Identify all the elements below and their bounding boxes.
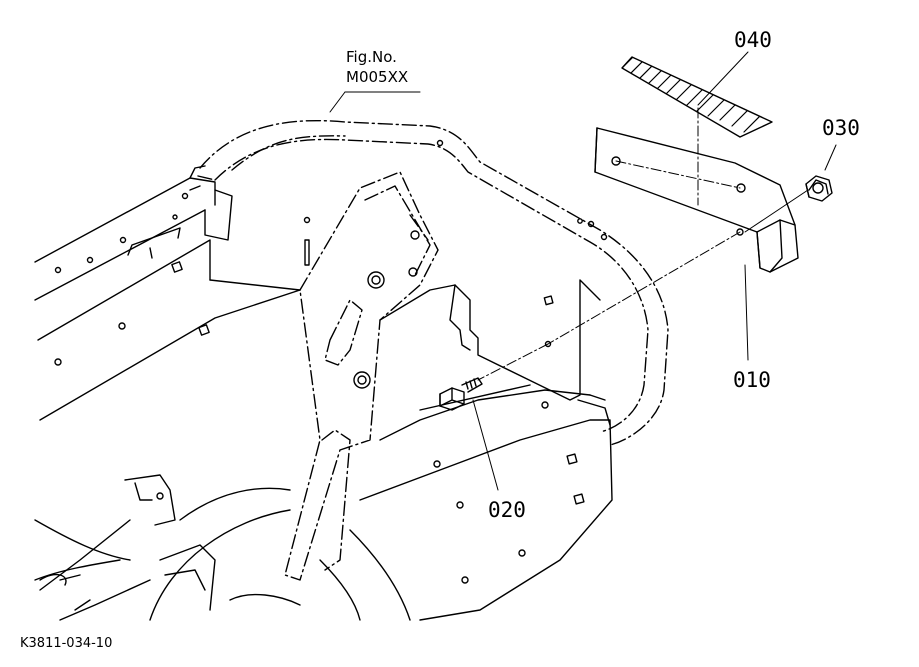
- frame-left-rail: [34, 165, 301, 421]
- bracket-plate-part: [594, 127, 799, 273]
- figure-number: M005XX: [346, 68, 409, 86]
- callout-020: 020: [488, 498, 526, 522]
- leader-lines: [329, 51, 837, 491]
- label-sticker-part: [621, 56, 773, 138]
- callout-040: 040: [734, 28, 772, 52]
- nut-part: [805, 175, 833, 202]
- center-bracket-holes: [303, 216, 420, 389]
- bolt-part: [439, 377, 483, 411]
- lower-frame: [34, 474, 411, 621]
- roll-bar-holes: [436, 139, 608, 241]
- rear-panel: [359, 279, 613, 621]
- drawing-id: K3811-034-10: [20, 636, 113, 651]
- callout-030: 030: [822, 116, 860, 140]
- callout-010: 010: [733, 368, 771, 392]
- figure-number-label: Fig.No.: [346, 48, 397, 66]
- roll-bar-outline: [197, 119, 669, 446]
